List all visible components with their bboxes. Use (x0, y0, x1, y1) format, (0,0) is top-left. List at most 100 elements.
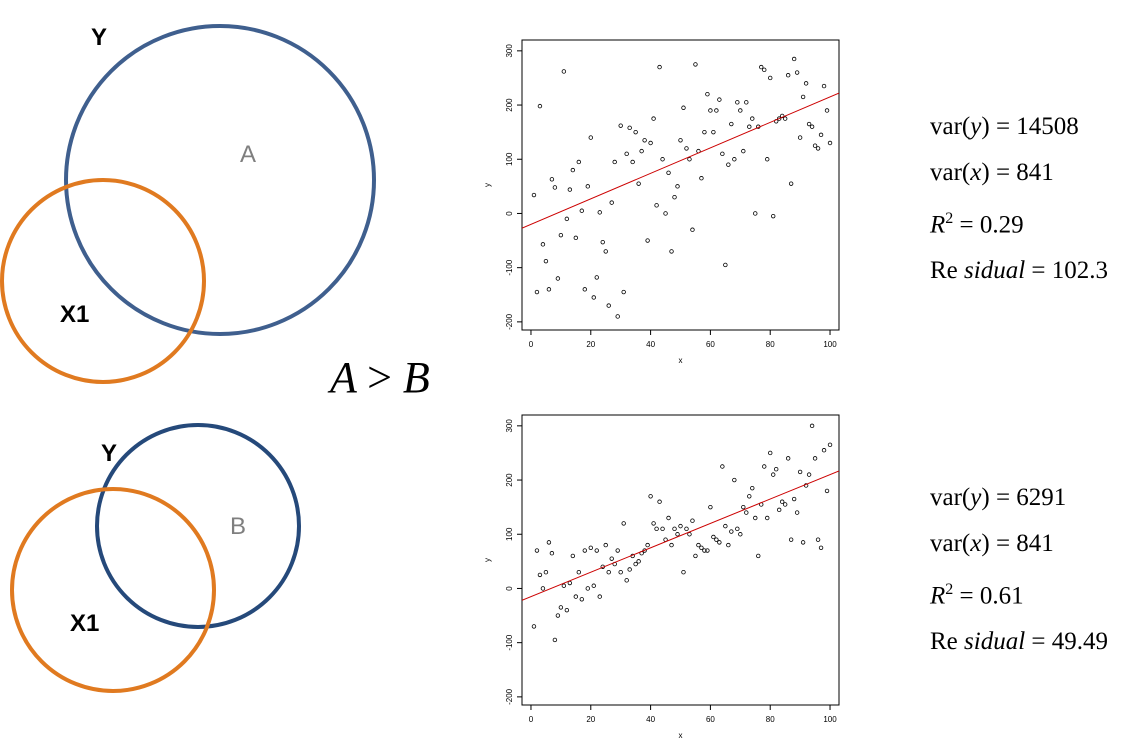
top-point (809, 124, 815, 129)
bottom-point (654, 526, 659, 532)
bottom-point (708, 504, 713, 510)
bottom-point (585, 586, 590, 591)
top-point (791, 56, 797, 62)
stats-top-var-x: var(x) = 841 (930, 159, 1054, 186)
bottom-x-tick-label: 100 (823, 715, 837, 724)
top-point (812, 143, 818, 148)
bottom-point (821, 448, 827, 453)
bottom-point (636, 559, 641, 564)
top-point (552, 185, 558, 190)
bottom-point (809, 423, 815, 429)
top-y-tick-label: 200 (505, 98, 514, 112)
top-point (768, 75, 773, 81)
top-point (678, 138, 683, 143)
top-point (642, 138, 647, 143)
top-point (573, 235, 579, 241)
top-point (720, 151, 725, 157)
bottom-point (762, 464, 767, 469)
comparison-op: > (367, 353, 392, 402)
top-point (627, 125, 632, 131)
venn-top-y-label: Y (91, 24, 108, 51)
top-point (717, 97, 722, 102)
bottom-point (558, 605, 564, 610)
top-point (827, 140, 833, 146)
top-point (708, 108, 713, 113)
top-point (705, 92, 710, 97)
top-point (753, 211, 758, 216)
bottom-point (534, 548, 540, 553)
top-point (750, 116, 755, 121)
bottom-point (579, 597, 585, 602)
top-point (690, 227, 695, 232)
bottom-point (555, 613, 561, 618)
top-point (621, 289, 626, 295)
bottom-point (576, 569, 582, 575)
top-fit-line (522, 92, 839, 229)
stats-top-r2: R2 = 0.29 (930, 210, 1024, 239)
top-point (582, 287, 588, 292)
bottom-point (771, 472, 776, 477)
bottom-point (732, 477, 737, 483)
top-point (702, 129, 707, 135)
bottom-point (779, 499, 785, 504)
top-point (693, 62, 698, 67)
venn-top-x1-label: X1 (60, 301, 90, 328)
bottom-point (750, 485, 755, 491)
bottom-point (824, 488, 830, 494)
bottom-point (693, 553, 698, 559)
top-point (699, 176, 704, 181)
bottom-x-tick-label: 40 (646, 715, 655, 724)
bottom-point (564, 607, 570, 613)
bottom-point (699, 545, 704, 551)
bottom-point (768, 450, 773, 456)
top-point (747, 124, 752, 129)
top-point (732, 157, 737, 162)
bottom-point (651, 521, 656, 526)
bottom-point (549, 551, 555, 556)
bottom-point (591, 583, 596, 588)
top-point (729, 121, 734, 127)
bottom-point (797, 469, 803, 475)
top-point (540, 242, 546, 247)
bottom-point (791, 496, 797, 502)
bottom-point (633, 561, 638, 567)
top-point (806, 121, 812, 127)
top-point (555, 276, 561, 281)
top-y-tick-label: 100 (505, 152, 514, 166)
top-point (759, 64, 764, 70)
bottom-point (597, 594, 602, 599)
bottom-x-axis-label: x (679, 731, 683, 740)
top-point (597, 210, 602, 215)
comparison-expression: A > B (330, 352, 430, 403)
bottom-point (782, 502, 788, 507)
top-point (570, 167, 576, 173)
bottom-point (773, 467, 779, 472)
bottom-point (702, 548, 707, 553)
bottom-x-tick-label: 0 (529, 715, 534, 724)
bottom-point (657, 499, 662, 504)
venn-bottom (10, 423, 301, 693)
top-point (585, 184, 590, 189)
stats-bottom-r2: R2 = 0.61 (930, 581, 1024, 610)
top-point (687, 157, 692, 162)
top-point (531, 192, 537, 198)
comparison-left: A (330, 353, 357, 402)
bottom-point (588, 545, 593, 551)
bottom-point (747, 494, 752, 499)
top-point (639, 148, 644, 154)
bottom-point (618, 569, 623, 575)
bottom-point (690, 518, 695, 523)
bottom-point (582, 548, 588, 553)
top-point (684, 146, 689, 151)
top-point (663, 211, 668, 216)
bottom-point (812, 456, 818, 461)
top-point (630, 159, 635, 165)
top-point (591, 295, 596, 300)
top-point (651, 116, 656, 121)
top-point (594, 275, 599, 280)
top-point (579, 208, 585, 213)
bottom-point (669, 542, 674, 548)
bottom-point (540, 586, 546, 591)
bottom-point (543, 569, 549, 575)
top-point (615, 314, 620, 319)
